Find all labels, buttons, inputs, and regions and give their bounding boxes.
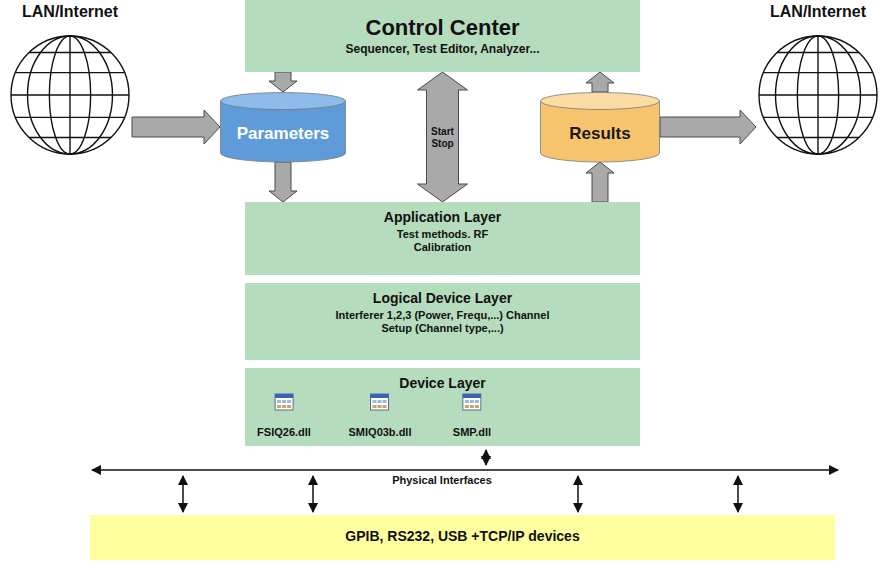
interface-arrow xyxy=(182,476,184,512)
interface-arrow xyxy=(485,450,487,465)
interface-arrow xyxy=(312,476,314,512)
block-arrow xyxy=(269,72,297,92)
device-bar: GPIB, RS232, USB +TCP/IP devices xyxy=(90,515,835,560)
results-store: Results xyxy=(540,92,660,162)
layer-box: Device Layer xyxy=(245,368,640,446)
control-center-box: Control CenterSequencer, Test Editor, An… xyxy=(245,0,640,72)
network-globe: LAN/Internet xyxy=(756,34,880,156)
layer-box: Logical Device LayerInterferer 1,2,3 (Po… xyxy=(245,283,640,360)
node-title: GPIB, RS232, USB +TCP/IP devices xyxy=(345,528,579,544)
bus-name: Physical Interfaces xyxy=(392,474,492,486)
layer-box: Application LayerTest methods. RF Calibr… xyxy=(245,202,640,275)
network-globe: LAN/Internet xyxy=(8,34,132,156)
node-body: Sequencer, Test Editor, Analyzer... xyxy=(345,43,539,57)
node-title: Device Layer xyxy=(399,375,485,391)
bus-line xyxy=(92,469,838,471)
interface-arrow xyxy=(737,476,739,512)
parameters-store: Parameters xyxy=(220,92,346,162)
node-title: Parameters xyxy=(237,124,330,144)
node-body: Interferer 1,2,3 (Power, Frequ,...) Chan… xyxy=(325,309,560,334)
node-title: LAN/Internet xyxy=(0,3,162,21)
node-title: Control Center xyxy=(366,15,520,40)
bus-label: Physical Interfaces xyxy=(392,474,492,486)
block-arrow xyxy=(132,110,220,144)
globe-outline xyxy=(8,34,132,156)
edge-label: Start Stop xyxy=(428,126,458,149)
node-title: Results xyxy=(569,124,630,144)
block-arrow xyxy=(660,110,756,144)
node-title: Application Layer xyxy=(384,209,501,225)
block-arrow xyxy=(269,162,297,202)
block-arrow xyxy=(586,162,614,202)
block-arrow xyxy=(418,72,468,202)
node-body: Test methods. RF Calibration xyxy=(380,228,505,253)
node-title: LAN/Internet xyxy=(726,3,888,21)
globe-outline xyxy=(756,34,880,156)
interface-arrow xyxy=(577,476,579,512)
block-arrow xyxy=(586,72,614,92)
node-title: Logical Device Layer xyxy=(373,290,512,306)
